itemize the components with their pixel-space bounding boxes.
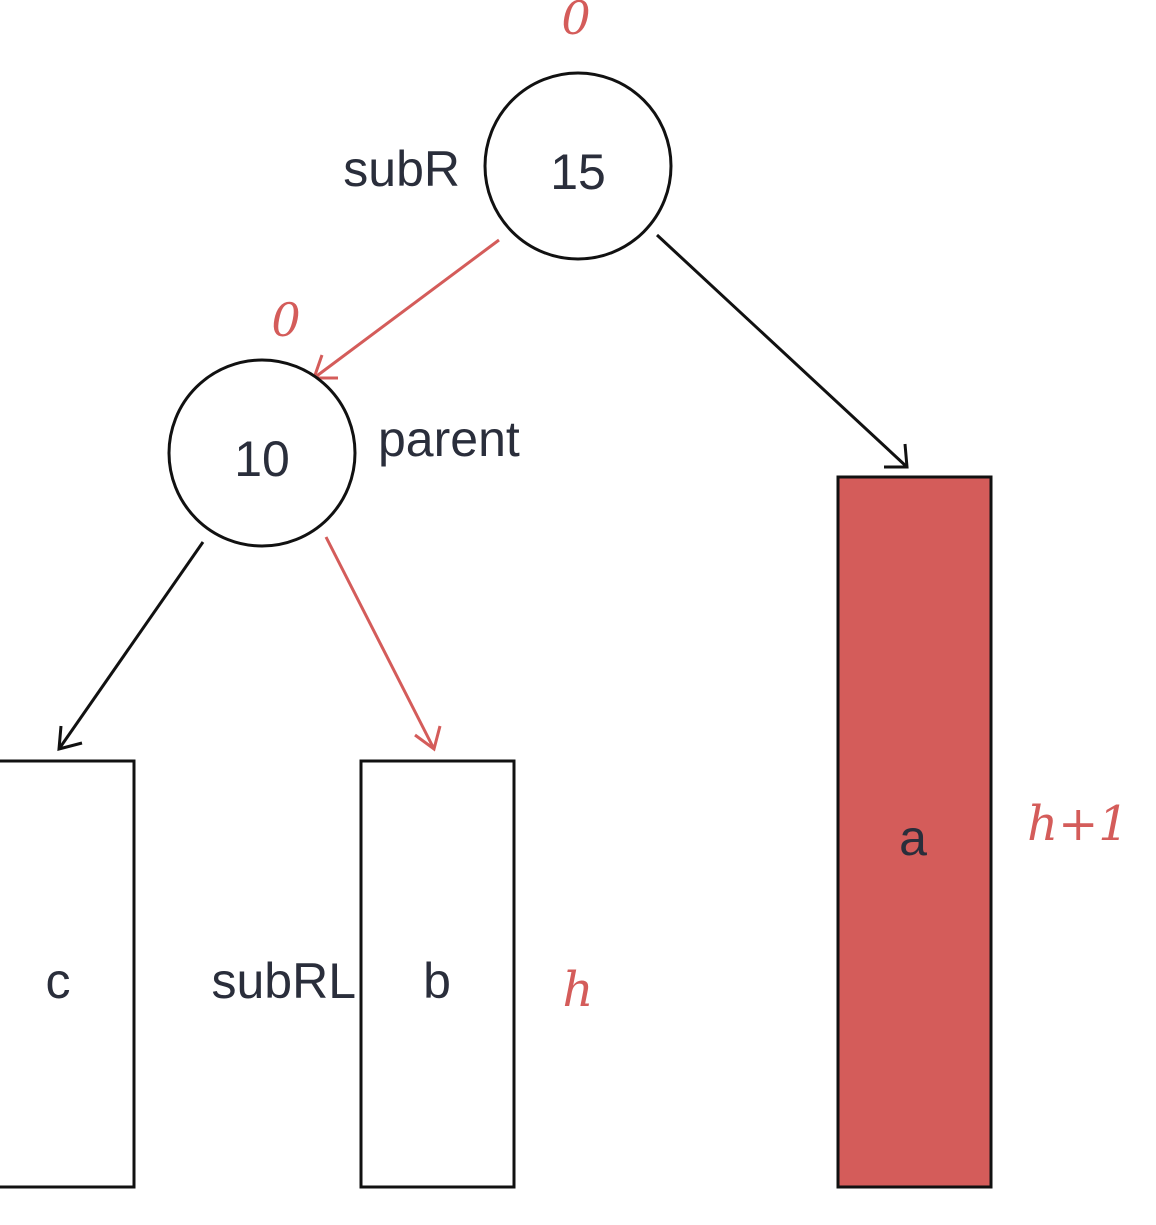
edge-root-to-child xyxy=(313,238,500,380)
edge-child-to-b xyxy=(324,536,436,750)
child-balance-factor: 0 xyxy=(271,293,300,347)
edge-child-to-c-arrowhead xyxy=(57,725,83,751)
edge-child-to-c xyxy=(57,541,205,750)
edge-root-to-a xyxy=(655,233,909,469)
subtree-a-height: h+1 xyxy=(1027,796,1129,852)
root-node-value: 15 xyxy=(550,144,606,200)
root-node-name: subR xyxy=(343,141,460,197)
subtree-a-label: a xyxy=(899,810,927,866)
child-node-circle xyxy=(167,358,357,548)
subtree-b-label: b xyxy=(423,953,451,1009)
edge-child-to-b-arrowhead xyxy=(414,725,442,752)
child-node-name: parent xyxy=(378,411,520,467)
subtree-b-box xyxy=(359,759,516,1189)
root-node-circle xyxy=(483,71,673,261)
child-node-value: 10 xyxy=(234,431,290,487)
subtree-c-box xyxy=(0,759,136,1189)
subtree-b-height: h xyxy=(563,962,594,1018)
edge-root-to-a-arrowhead xyxy=(884,443,909,469)
subtree-b-name: subRL xyxy=(211,953,356,1009)
subtree-a-box xyxy=(836,475,993,1189)
root-balance-factor: 0 xyxy=(561,0,590,45)
subtree-c-label: c xyxy=(46,953,71,1009)
